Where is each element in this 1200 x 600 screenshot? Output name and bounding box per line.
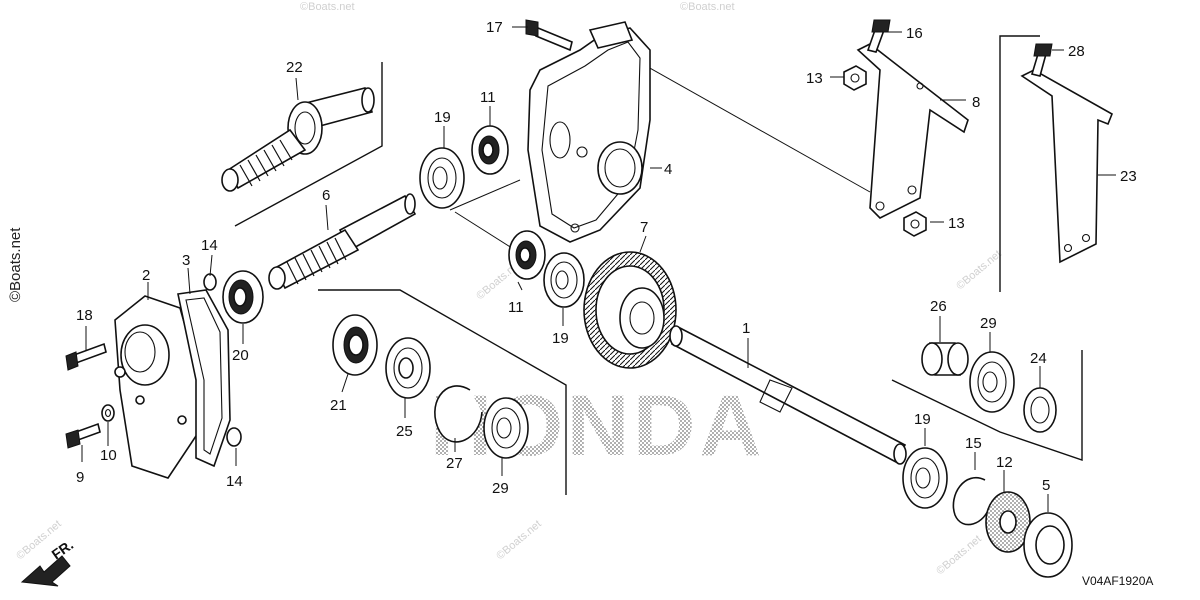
label-14-lower: 14 xyxy=(226,473,243,490)
part-4-gear-case xyxy=(527,21,651,243)
label-7: 7 xyxy=(640,219,648,236)
label-4: 4 xyxy=(664,161,672,178)
part-27-circlip xyxy=(434,385,483,443)
diagram-code: V04AF1920A xyxy=(1082,574,1153,588)
faint-watermark: ©Boats.net xyxy=(680,1,735,13)
label-24: 24 xyxy=(1030,350,1047,367)
label-26: 26 xyxy=(930,298,947,315)
label-6: 6 xyxy=(322,187,330,204)
label-11-lower: 11 xyxy=(508,299,524,316)
part-25-bearing xyxy=(385,337,431,399)
label-5: 5 xyxy=(1042,477,1050,494)
label-29-left: 29 xyxy=(492,480,509,497)
part-29-bearing-right xyxy=(969,351,1015,413)
faint-watermark: ©Boats.net xyxy=(954,248,1004,292)
part-19-bearing-lower xyxy=(902,447,948,509)
part-1-shaft xyxy=(669,325,907,465)
label-2: 2 xyxy=(142,267,150,284)
part-15-circlip xyxy=(952,477,991,526)
label-12: 12 xyxy=(996,454,1013,471)
part-13-nut-lower xyxy=(903,211,927,237)
copyright-watermark: ©Boats.net xyxy=(7,227,24,302)
part-16-bolt xyxy=(866,19,891,53)
part-19-bearing-middle xyxy=(543,252,585,308)
label-19-middle: 19 xyxy=(552,330,569,347)
part-9-bolt xyxy=(65,422,101,449)
leader-lines xyxy=(81,26,1116,512)
label-19-lower: 19 xyxy=(914,411,931,428)
part-20-bearing xyxy=(222,270,264,324)
label-10: 10 xyxy=(100,447,117,464)
faint-watermark: ©Boats.net xyxy=(300,1,355,13)
part-13-nut-upper xyxy=(843,65,867,91)
part-6-worm-shaft xyxy=(268,193,417,290)
part-3-gasket xyxy=(177,289,231,468)
label-14-upper: 14 xyxy=(201,237,218,254)
part-12-seal xyxy=(985,491,1031,553)
label-23: 23 xyxy=(1120,168,1137,185)
label-3: 3 xyxy=(182,252,190,269)
label-20: 20 xyxy=(232,347,249,364)
faint-watermark: ©Boats.net xyxy=(934,533,984,577)
label-15: 15 xyxy=(965,435,982,452)
part-28-bolt xyxy=(1030,43,1053,77)
group-brackets xyxy=(234,35,1083,495)
label-19-upper: 19 xyxy=(434,109,451,126)
part-8-bracket xyxy=(856,43,969,219)
part-14-dowels xyxy=(203,273,242,447)
part-18-bolt xyxy=(65,342,107,371)
label-18: 18 xyxy=(76,307,93,324)
label-25: 25 xyxy=(396,423,413,440)
part-29-bearing-left xyxy=(483,397,529,459)
part-17-bolt xyxy=(525,19,573,52)
label-17: 17 xyxy=(486,19,503,36)
label-11-upper: 11 xyxy=(480,89,496,106)
part-11-bearing-upper xyxy=(471,125,509,175)
part-21-seal xyxy=(332,314,378,376)
faint-watermark: ©Boats.net xyxy=(494,518,544,562)
part-24-seal xyxy=(1023,387,1057,433)
part-7-gear xyxy=(583,251,677,369)
label-13-upper: 13 xyxy=(806,70,823,87)
part-11-bearing-lower xyxy=(508,230,546,280)
honda-watermark: HONDA xyxy=(430,378,765,474)
part-26-collar xyxy=(921,342,969,376)
label-9: 9 xyxy=(76,469,84,486)
label-13-lower: 13 xyxy=(948,215,965,232)
label-29-right: 29 xyxy=(980,315,997,332)
label-27: 27 xyxy=(446,455,463,472)
label-1: 1 xyxy=(742,320,750,337)
part-23-bracket xyxy=(1020,69,1114,264)
label-8: 8 xyxy=(972,94,980,111)
part-19-bearing-upper xyxy=(419,147,465,209)
label-22: 22 xyxy=(286,59,303,76)
label-16: 16 xyxy=(906,25,923,42)
label-28: 28 xyxy=(1068,43,1085,60)
part-number-labels: 22 6 2 3 14 18 9 10 14 20 17 19 11 4 7 1… xyxy=(76,19,1137,497)
part-22-worm-shaft xyxy=(221,87,375,192)
label-21: 21 xyxy=(330,397,347,414)
direction-label: FR. xyxy=(49,536,77,562)
part-10-washer xyxy=(101,404,115,422)
part-5-washer xyxy=(1023,512,1073,578)
